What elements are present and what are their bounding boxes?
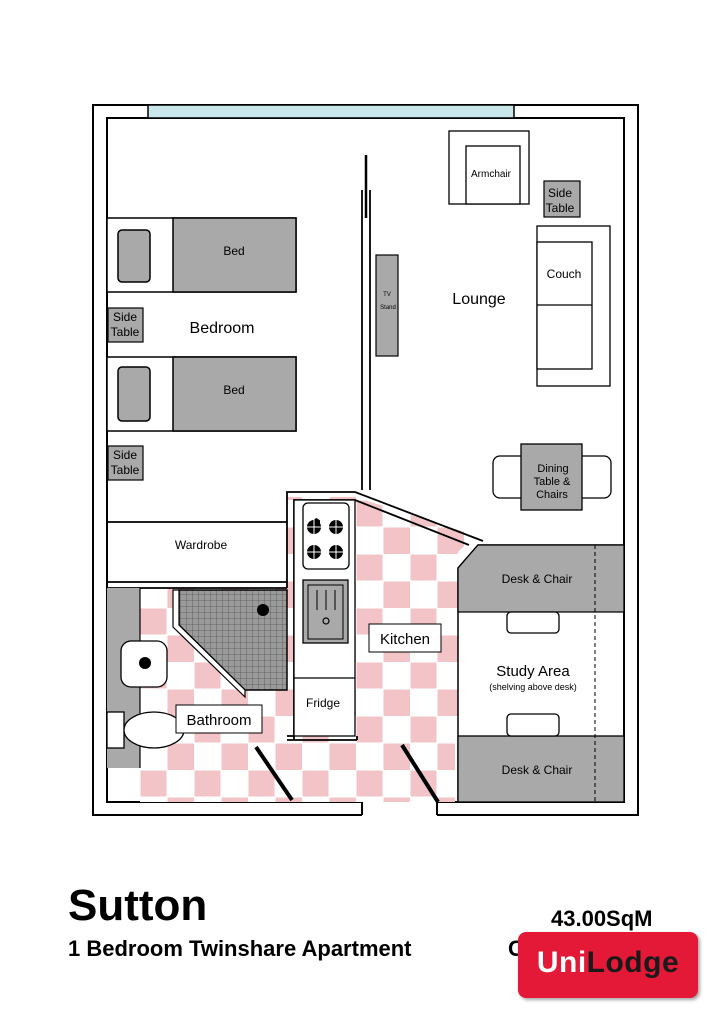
couch-label: Couch: [547, 267, 582, 281]
lounge-label: Lounge: [452, 291, 505, 308]
bedroom-label: Bedroom: [190, 320, 255, 337]
plan-type: 1 Bedroom Twinshare Apartment: [68, 936, 412, 961]
sink: [302, 579, 349, 644]
desk-top-label: Desk & Chair: [502, 572, 573, 586]
side-table-3: Side Table: [543, 180, 581, 218]
bathroom: [106, 588, 288, 768]
side-table-2-label-b: Table: [111, 463, 140, 477]
plan-name: Sutton: [68, 881, 208, 930]
armchair: Armchair: [448, 130, 530, 205]
cooktop: [302, 502, 350, 570]
floor-plan: Bed Bed Side Table Side Table Bedroom Wa…: [92, 104, 639, 816]
side-table-1: Side Table: [107, 307, 144, 343]
door-bathroom: [254, 745, 294, 802]
bed-2: Bed: [106, 356, 297, 432]
dining-label-a: Dining: [537, 463, 568, 475]
bed-1: Bed: [106, 217, 297, 293]
side-table-2-label-a: Side: [113, 448, 137, 462]
fridge-label: Fridge: [306, 696, 340, 710]
logo-part-uni: Uni: [536, 946, 587, 979]
bathroom-label-box: Bathroom: [175, 704, 263, 734]
study-area: Desk & Chair Desk & Chair Study Area (sh…: [457, 544, 625, 803]
side-table-1-label-a: Side: [113, 310, 137, 324]
desk-bottom-label: Desk & Chair: [502, 763, 573, 777]
dining-label-c: Chairs: [536, 489, 568, 501]
side-table-1-label-b: Table: [111, 325, 140, 339]
bed-1-label: Bed: [223, 244, 244, 258]
couch: Couch: [536, 225, 611, 387]
door-kitchen: [400, 743, 440, 804]
tv-stand-label-a: TV: [383, 292, 391, 298]
window: [147, 104, 515, 119]
dining-label-b: Table &: [534, 476, 571, 488]
kitchen-label-box: Kitchen: [368, 623, 442, 653]
unilodge-logo: UniLodge: [518, 932, 698, 998]
side-table-2: Side Table: [107, 445, 144, 481]
tv-stand-label-b: Stand: [380, 305, 396, 311]
bathroom-label: Bathroom: [186, 712, 251, 729]
plan-area: 43.00SqM: [551, 906, 653, 931]
wardrobe-label: Wardrobe: [175, 538, 228, 552]
tv-stand: TV Stand: [375, 254, 399, 357]
dining-table: Dining Table & Chairs: [492, 443, 612, 511]
study-area-label: Study Area: [496, 663, 570, 680]
bed-2-label: Bed: [223, 383, 244, 397]
shelving-label: (shelving above desk): [489, 682, 577, 692]
side-table-3-label-a: Side: [548, 186, 572, 200]
side-table-3-label-b: Table: [546, 201, 575, 215]
kitchen-label: Kitchen: [380, 631, 430, 648]
burner-icon: [305, 518, 345, 561]
armchair-label: Armchair: [471, 169, 512, 180]
logo-part-lodge: Lodge: [586, 946, 680, 979]
